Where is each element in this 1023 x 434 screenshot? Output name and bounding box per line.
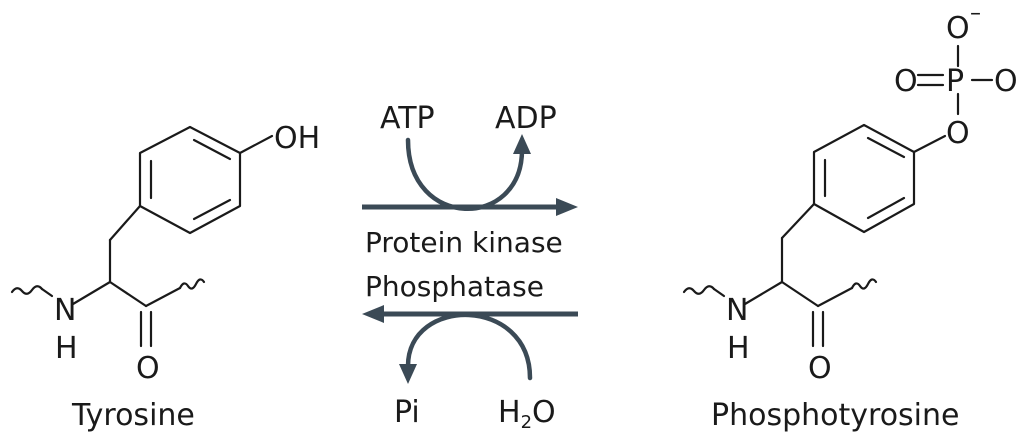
tyrosine-structure: OH N H O Tyrosine [10,121,320,433]
tyrosine-n-label: N [54,293,76,328]
tyrosine-ring-double-bond [192,138,232,161]
tyrosine-ring-double-bond [192,198,232,221]
water-subscript: 2 [521,412,532,433]
phosphatase-label: Phosphatase [365,270,544,303]
tyrosine-o-label: O [136,351,160,386]
forward-arrowhead [556,198,578,216]
water-h: H [498,395,521,430]
atp-adp-curve [405,137,525,211]
tyrosine-oh-label: OH [274,121,320,156]
phosphate-o-bottom: O [946,116,970,151]
phosphotyrosine-chain-bond [816,286,854,308]
phosphotyrosine-wavy-bond-right [850,278,878,290]
tyrosine-wavy-bond-left [10,285,44,295]
phosphotyrosine-nh-left-bond [712,287,726,298]
reverse-arrowhead [362,305,384,323]
tyrosine-wavy-bond-right [178,278,206,290]
pi-label: Pi [394,395,420,430]
phosphotyrosine-o-bond [912,134,947,154]
phosphotyrosine-ring-double-bond [866,196,906,220]
reaction-arrows: ATP ADP Protein kinase Phosphatase Pi H2… [362,101,578,433]
tyrosine-benzene-ring [138,125,242,235]
phosphate-charge: – [970,1,981,26]
phosphotyrosine-ch2-bond [780,202,816,240]
phosphotyrosine-wavy-bond-left [682,285,716,295]
phosphotyrosine-n-bond [743,280,784,306]
water-o: O [532,395,556,430]
phosphate-o-left: O [894,64,918,99]
phosphotyrosine-benzene-ring [812,123,916,234]
tyrosine-nh-left-bond [40,287,54,298]
water-label: H2O [498,395,556,433]
phosphotyrosine-o-label: O [808,351,832,386]
phosphotyrosine-co-bond [780,280,820,308]
protein-kinase-label: Protein kinase [365,226,563,259]
tyrosine-ch2-bond [108,204,142,242]
tyrosine-n-bond [71,280,112,306]
phosphotyrosine-ring-double-bond [866,136,906,159]
tyrosine-co-bond [108,280,148,308]
adp-label: ADP [495,101,557,136]
phosphotyrosine-n-label: N [726,293,748,328]
phosphotyrosine-name: Phosphotyrosine [711,398,959,433]
water-pi-curve [405,312,533,381]
pi-arrowhead [399,364,417,384]
phosphate-o-right: O [994,64,1018,99]
atp-label: ATP [380,101,435,136]
tyrosine-chain-bond [144,286,182,308]
tyrosine-oh-bond [238,134,274,155]
tyrosine-name: Tyrosine [71,398,195,433]
phosphotyrosine-h-label: H [727,331,750,366]
phosphorus-label: P [946,64,964,99]
tyrosine-h-label: H [55,331,78,366]
phosphotyrosine-structure: O – O P O O N H O Phosphotyrosine [682,1,1018,433]
adp-arrowhead [513,134,531,154]
phosphate-o-top: O [946,11,970,46]
